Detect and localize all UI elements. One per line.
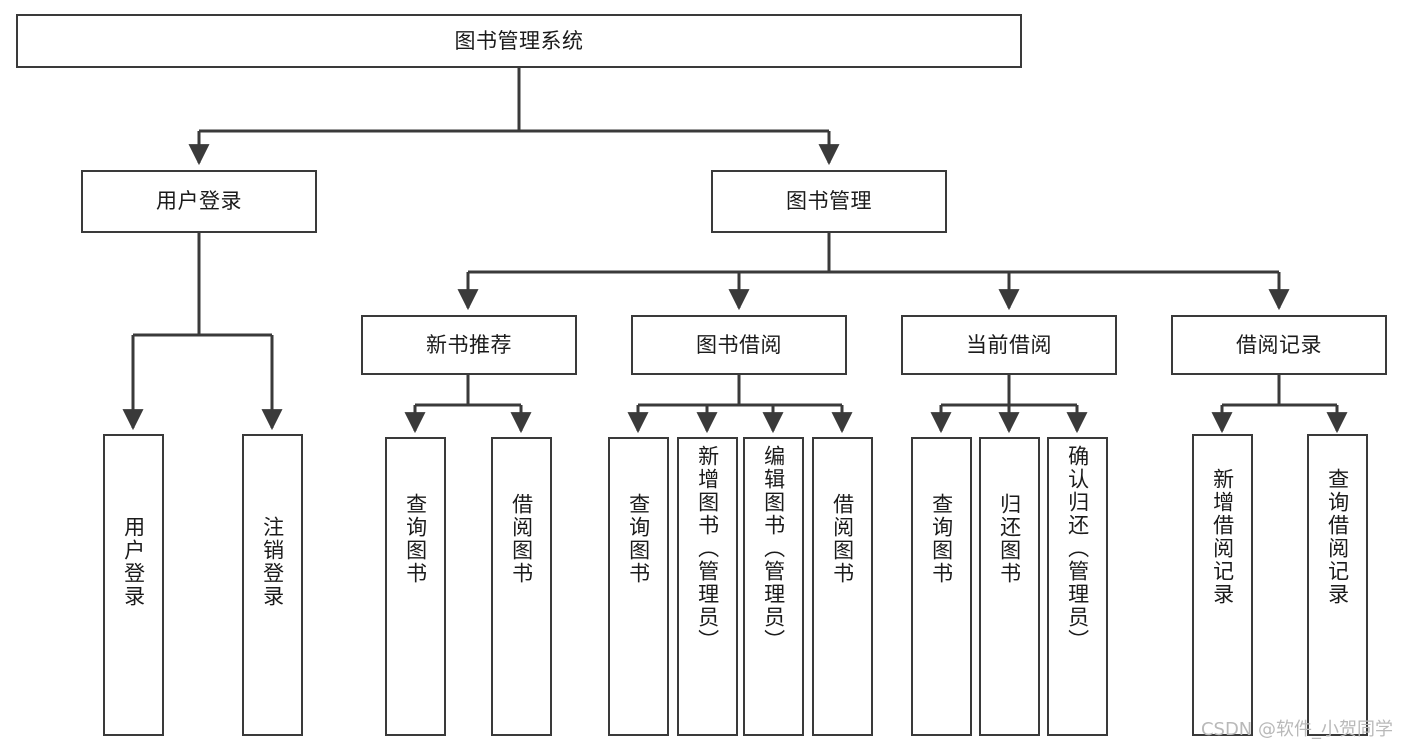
node-leaf-edit-book[interactable]: 编辑图书（管理员） <box>743 437 804 736</box>
node-book-borrow[interactable]: 图书借阅 <box>631 315 847 375</box>
node-leaf-user-login[interactable]: 用户登录 <box>103 434 164 736</box>
node-leaf-query-borrow-record-label: 查询借阅记录 <box>1325 468 1350 606</box>
node-new-book-recommend-label: 新书推荐 <box>426 332 512 357</box>
node-leaf-add-borrow-record[interactable]: 新增借阅记录 <box>1192 434 1253 736</box>
node-leaf-add-book-label: 新增图书（管理员） <box>695 445 720 652</box>
node-leaf-borrow-book-2[interactable]: 借阅图书 <box>812 437 873 736</box>
node-leaf-confirm-return-label: 确认归还（管理员） <box>1065 445 1090 652</box>
node-leaf-logout[interactable]: 注销登录 <box>242 434 303 736</box>
node-current-borrow[interactable]: 当前借阅 <box>901 315 1117 375</box>
watermark: CSDN @软件_小贺同学 <box>1200 719 1393 740</box>
node-book-borrow-label: 图书借阅 <box>696 332 782 357</box>
node-root-label: 图书管理系统 <box>454 28 584 53</box>
node-book-management-label: 图书管理 <box>786 189 872 214</box>
node-borrow-record[interactable]: 借阅记录 <box>1171 315 1387 375</box>
node-leaf-logout-label: 注销登录 <box>260 516 285 608</box>
node-leaf-add-borrow-record-label: 新增借阅记录 <box>1210 468 1235 606</box>
node-leaf-user-login-label: 用户登录 <box>121 516 146 608</box>
node-leaf-query-borrow-record[interactable]: 查询借阅记录 <box>1307 434 1368 736</box>
node-leaf-edit-book-label: 编辑图书（管理员） <box>761 445 786 652</box>
node-leaf-return-book-label: 归还图书 <box>997 493 1022 585</box>
node-current-borrow-label: 当前借阅 <box>966 332 1052 357</box>
node-leaf-add-book[interactable]: 新增图书（管理员） <box>677 437 738 736</box>
node-root[interactable]: 图书管理系统 <box>16 14 1022 68</box>
node-leaf-return-book[interactable]: 归还图书 <box>979 437 1040 736</box>
node-leaf-query-book-3-label: 查询图书 <box>929 493 954 585</box>
node-leaf-query-book-3[interactable]: 查询图书 <box>911 437 972 736</box>
node-book-management[interactable]: 图书管理 <box>711 170 947 233</box>
node-user-login-label: 用户登录 <box>156 189 242 214</box>
node-leaf-borrow-book-1[interactable]: 借阅图书 <box>491 437 552 736</box>
node-leaf-borrow-book-2-label: 借阅图书 <box>830 493 855 585</box>
node-leaf-query-book-1[interactable]: 查询图书 <box>385 437 446 736</box>
node-leaf-borrow-book-1-label: 借阅图书 <box>509 493 534 585</box>
node-leaf-query-book-2-label: 查询图书 <box>626 493 651 585</box>
node-leaf-query-book-1-label: 查询图书 <box>403 493 428 585</box>
node-leaf-confirm-return[interactable]: 确认归还（管理员） <box>1047 437 1108 736</box>
node-leaf-query-book-2[interactable]: 查询图书 <box>608 437 669 736</box>
node-borrow-record-label: 借阅记录 <box>1236 332 1322 357</box>
node-user-login[interactable]: 用户登录 <box>81 170 317 233</box>
node-new-book-recommend[interactable]: 新书推荐 <box>361 315 577 375</box>
